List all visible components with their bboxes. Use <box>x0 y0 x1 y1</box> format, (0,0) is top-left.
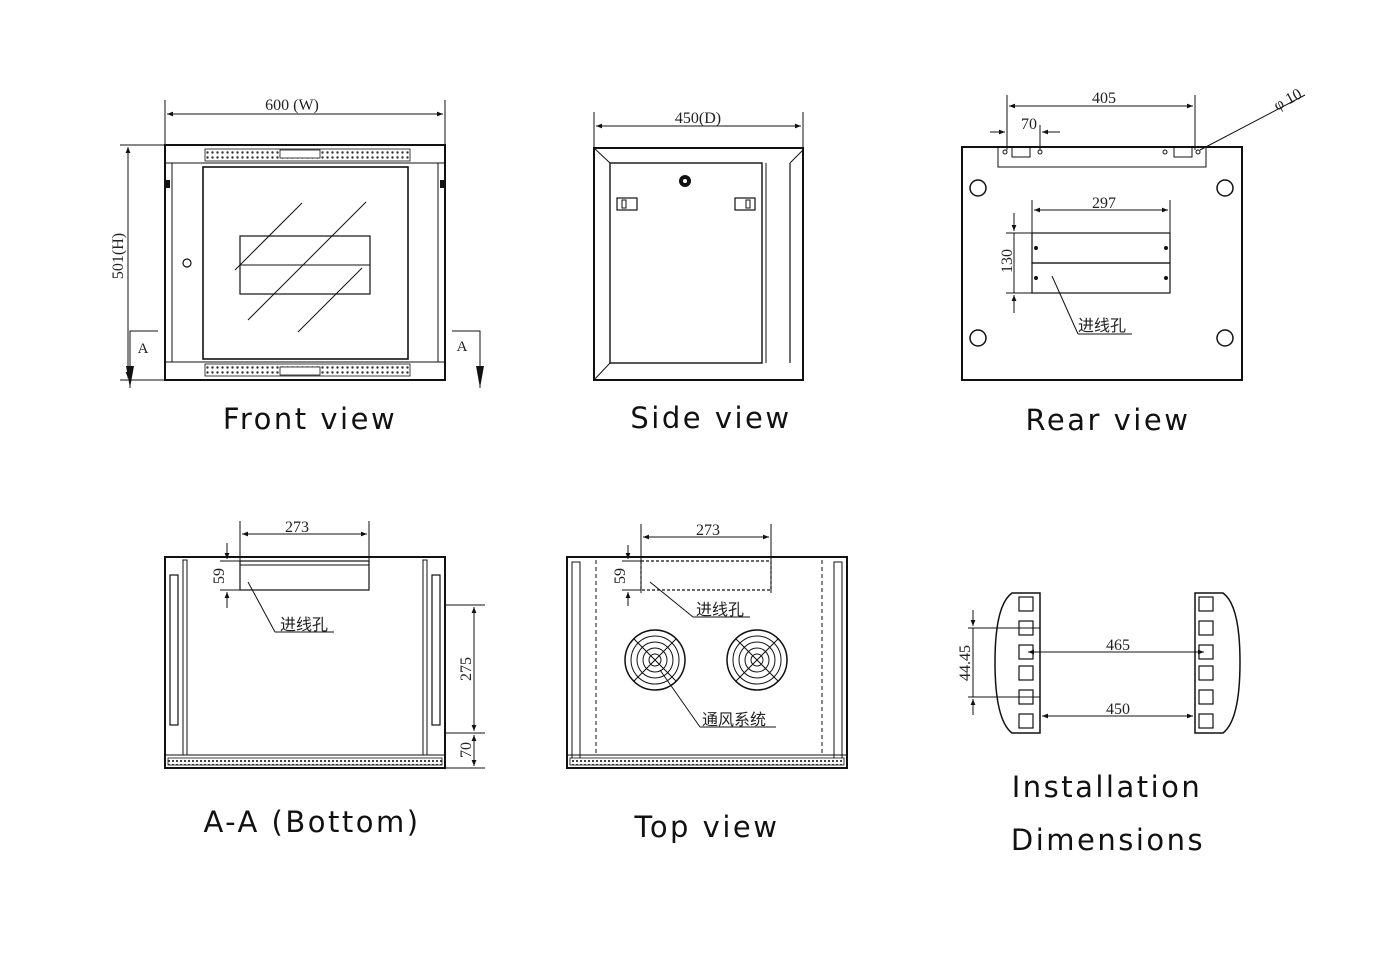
front-height-label: 501(H) <box>110 233 127 279</box>
bottom-dim-275: 275 <box>458 657 475 681</box>
top-view-caption: Top view <box>634 810 780 844</box>
bottom-cable-entry-label: 进线孔 <box>280 615 328 634</box>
install-caption-line2: Dimensions <box>1011 823 1205 857</box>
rear-dim-405: 405 <box>1092 90 1116 107</box>
bottom-view-caption: A-A (Bottom) <box>203 805 420 839</box>
section-marker-right: A <box>457 339 468 355</box>
rear-hole-diameter: φ 10 <box>1271 86 1305 115</box>
bottom-dim-59: 59 <box>211 568 228 584</box>
rear-dim-297: 297 <box>1092 195 1116 212</box>
lock-icon <box>182 258 192 268</box>
top-dim-273: 273 <box>696 522 720 539</box>
rear-cable-entry-label: 进线孔 <box>1078 316 1126 335</box>
side-depth-label: 450(D) <box>675 110 721 127</box>
install-dim-465: 465 <box>1106 637 1130 654</box>
section-marker-left: A <box>138 341 149 357</box>
top-cable-entry-label: 进线孔 <box>696 600 744 619</box>
front-view: 600 (W) 501(H) A A Front view <box>110 97 484 436</box>
rear-view-caption: Rear view <box>1026 403 1191 437</box>
rear-dim-70: 70 <box>1021 116 1037 133</box>
front-view-caption: Front view <box>223 402 397 436</box>
install-caption-line1: Installation <box>1012 770 1203 804</box>
bottom-view: 273 59 进线孔 275 70 A-A (Bottom) <box>164 519 485 839</box>
bottom-dim-70: 70 <box>458 742 475 758</box>
front-width-label: 600 (W) <box>265 97 319 114</box>
top-view: 273 59 <box>566 522 848 844</box>
top-dim-59: 59 <box>612 568 629 584</box>
fan-icon <box>726 629 788 691</box>
install-dim-4445: 44.45 <box>957 645 974 681</box>
bottom-dim-273: 273 <box>285 519 309 536</box>
top-ventilation-label: 通风系统 <box>702 710 766 729</box>
side-view-caption: Side view <box>630 401 791 435</box>
side-view: 450(D) Side view <box>593 110 804 435</box>
installation-view: 44.45 465 450 Installation Dimensions <box>957 592 1241 857</box>
rear-dim-130: 130 <box>999 249 1016 273</box>
rear-view: 405 70 φ 10 297 130 <box>961 86 1306 437</box>
install-dim-450: 450 <box>1106 701 1130 718</box>
fan-icon <box>624 629 686 691</box>
